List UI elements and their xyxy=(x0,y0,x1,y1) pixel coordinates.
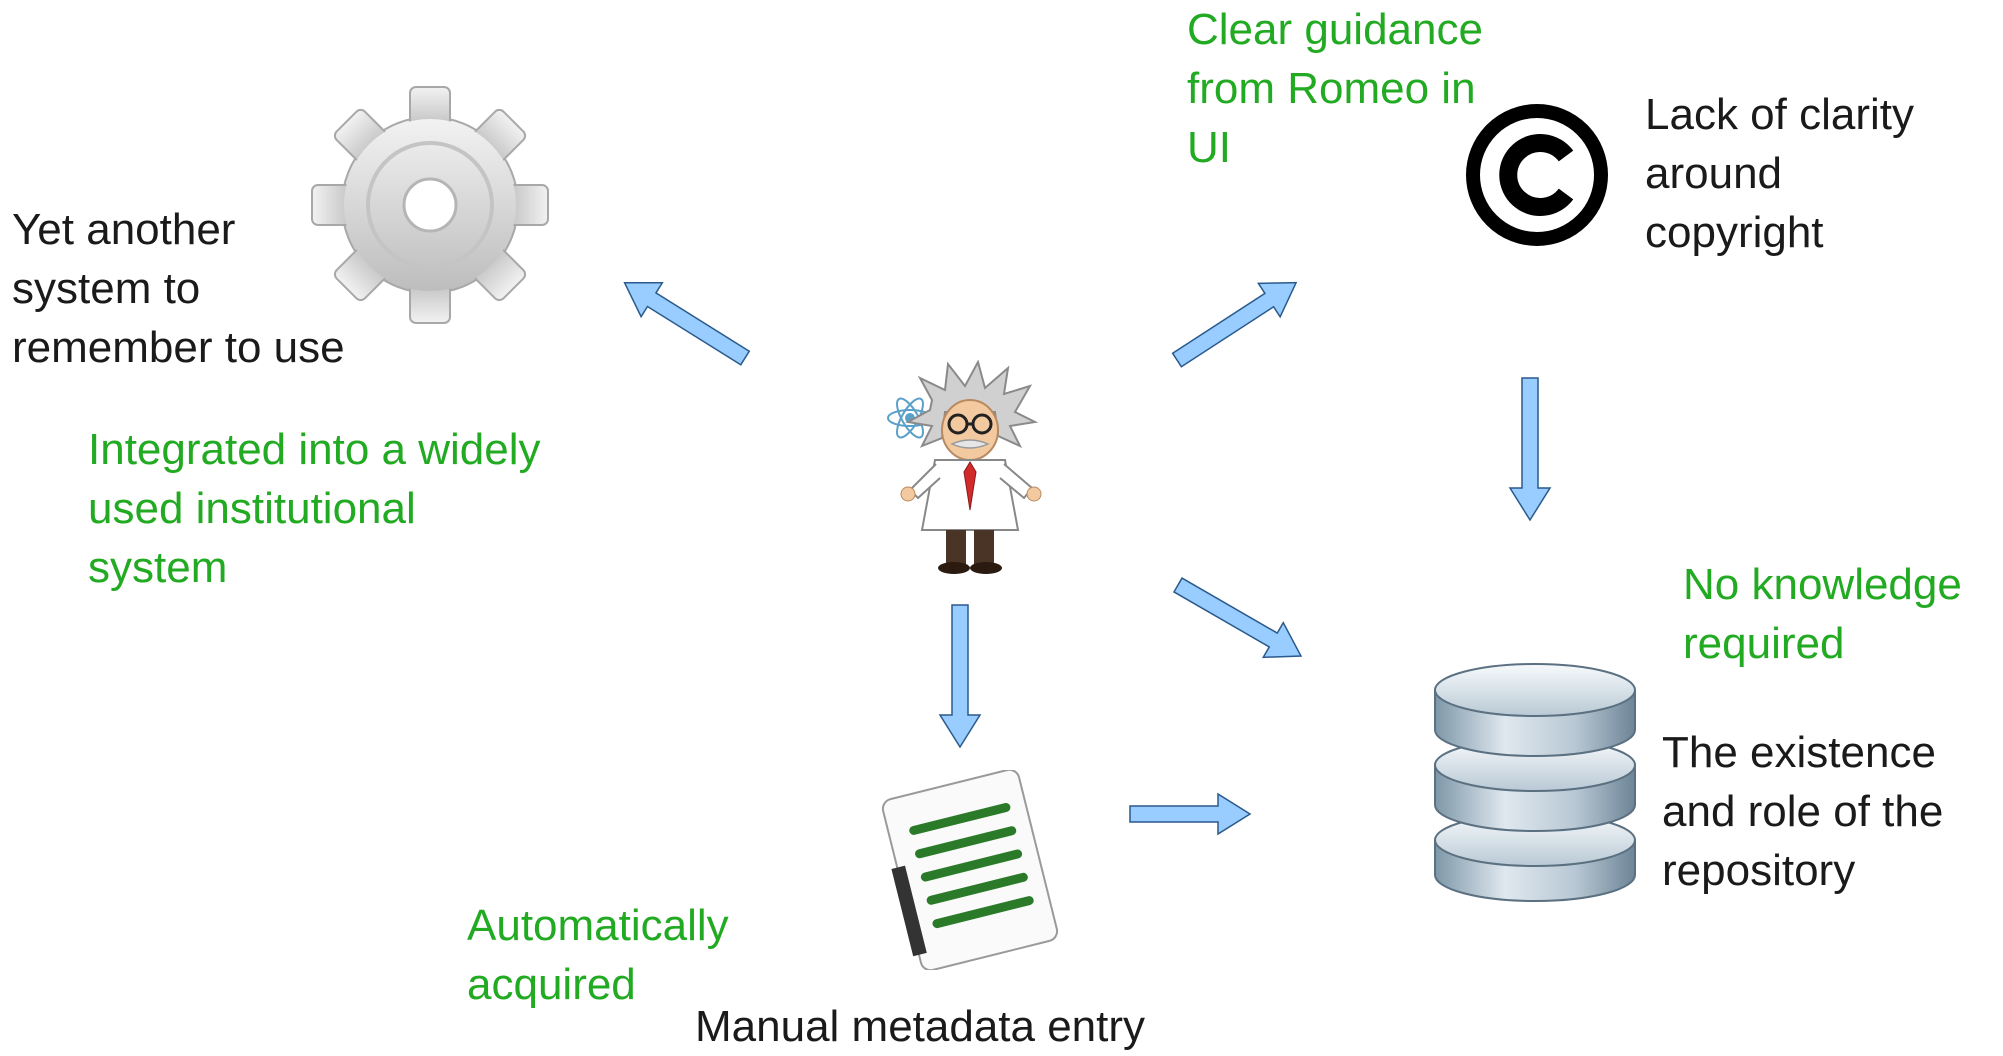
arrow-to-metadata xyxy=(939,604,981,748)
document-icon xyxy=(870,770,1070,970)
repository-problem-label: The existence and role of the repository xyxy=(1662,728,1944,895)
metadata-problem-label: Manual metadata entry xyxy=(695,1002,1146,1051)
copyright-icon xyxy=(1462,100,1612,250)
metadata-solution-label: Automatically acquired xyxy=(467,901,729,1009)
arrow-metadata-to-repository xyxy=(1129,793,1251,835)
arrow-copyright-to-repository xyxy=(1509,377,1551,521)
arrow-to-gear xyxy=(613,265,757,376)
gear-solution-label: Integrated into a widely used institutio… xyxy=(88,425,541,592)
copyright-problem-label: Lack of clarity around copyright xyxy=(1645,90,1914,257)
arrow-to-copyright xyxy=(1165,265,1308,378)
gear-icon xyxy=(305,85,555,325)
arrow-to-repository xyxy=(1167,566,1312,675)
database-icon xyxy=(1425,650,1645,910)
gear-problem-label: Yet another system to remember to use xyxy=(12,205,345,372)
repository-solution-label: No knowledge required xyxy=(1683,560,1962,668)
copyright-solution-label: Clear guidance from Romeo in UI xyxy=(1187,5,1483,172)
scientist-icon xyxy=(870,360,1070,580)
